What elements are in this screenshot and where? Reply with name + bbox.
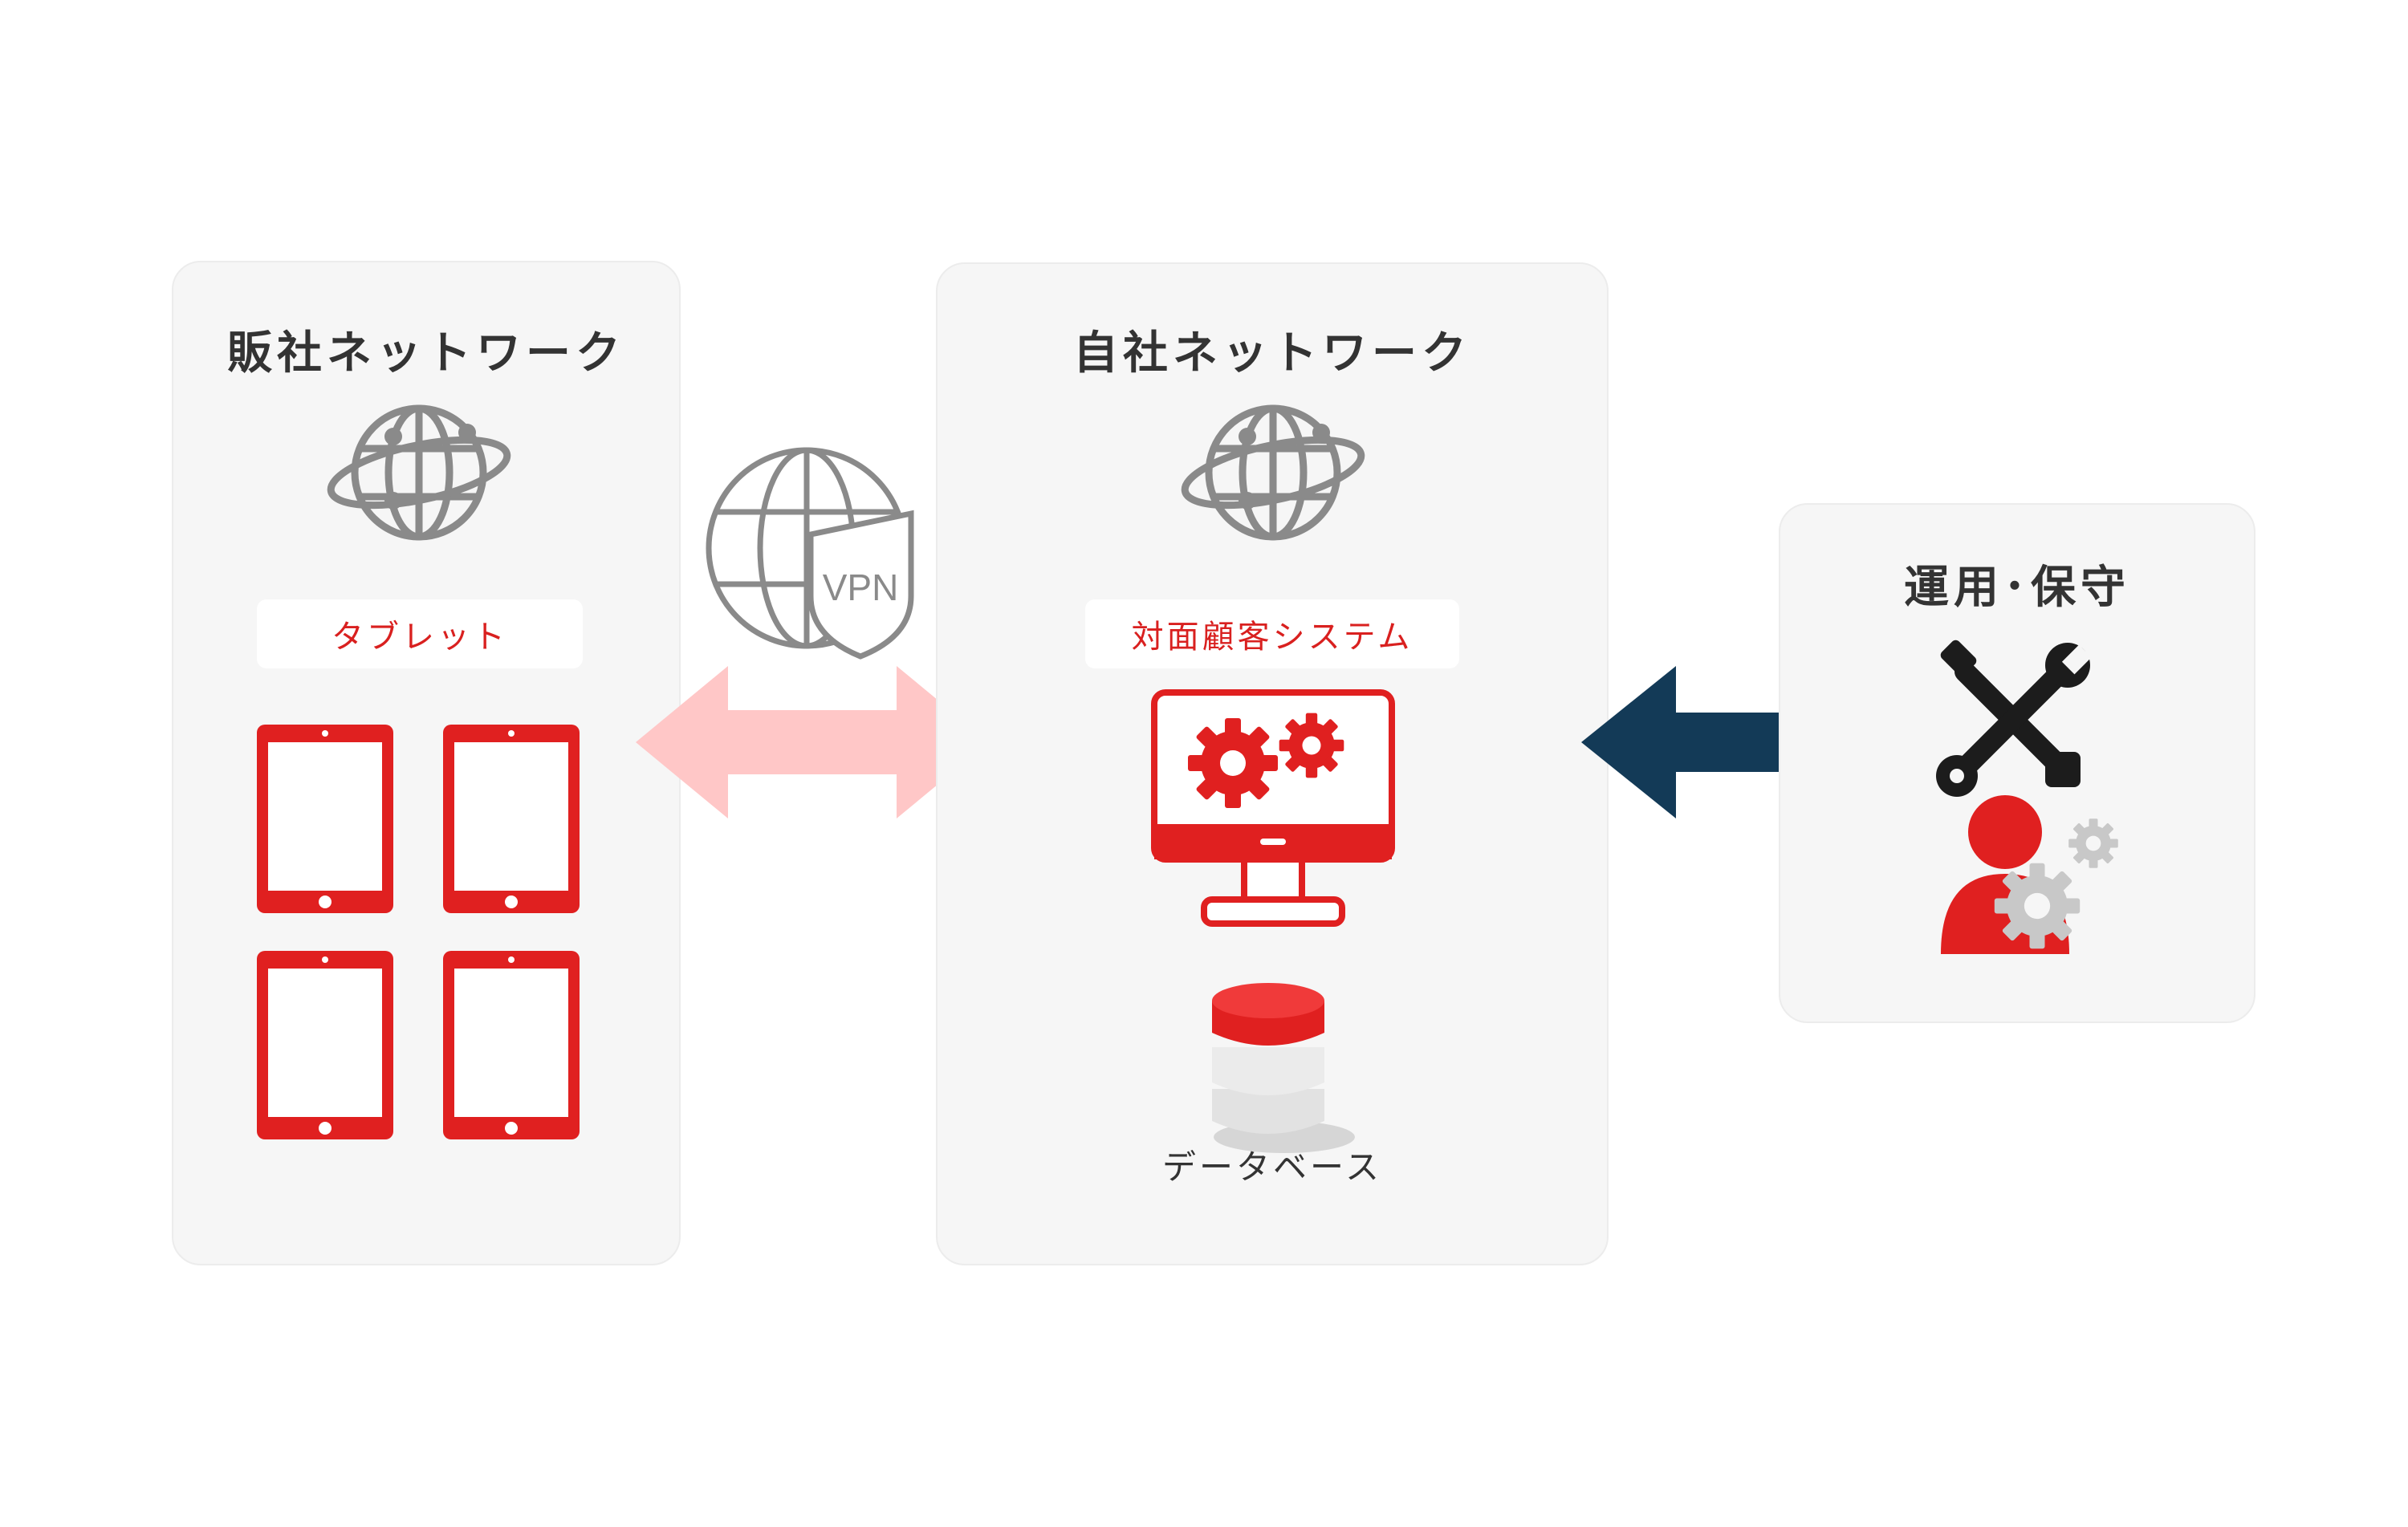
customer-system-label: 対面顧客システム bbox=[1085, 599, 1459, 668]
own-network-panel: 自社ネットワーク 対面顧客システム データベース bbox=[936, 262, 1609, 1265]
user-gears-icon bbox=[1941, 795, 2118, 954]
tablet-icon bbox=[443, 951, 580, 1139]
tablet-icon bbox=[257, 725, 393, 913]
tablet-label: タブレット bbox=[257, 599, 583, 668]
dealer-network-title: 販社ネットワーク bbox=[227, 327, 625, 380]
tablet-icon bbox=[443, 725, 580, 913]
tablet-icon bbox=[257, 951, 393, 1139]
monitor-gears-icon bbox=[1151, 689, 1395, 927]
database-label: データベース bbox=[1162, 1147, 1382, 1187]
globe-network-icon bbox=[323, 392, 515, 553]
bidirectional-arrow-icon bbox=[636, 666, 989, 818]
tools-icon bbox=[1936, 640, 2092, 797]
ops-maintenance-title: 運用･保守 bbox=[1904, 562, 2130, 614]
globe-network-icon bbox=[1177, 392, 1369, 553]
left-arrow-icon bbox=[1581, 666, 1784, 818]
own-network-title: 自社ネットワーク bbox=[1073, 327, 1471, 380]
ops-maintenance-panel: 運用･保守 bbox=[1779, 503, 2255, 1023]
database-icon bbox=[1212, 983, 1355, 1153]
vpn-badge-text: VPN bbox=[823, 567, 899, 608]
vpn-globe-shield-icon: VPN bbox=[706, 447, 914, 660]
dealer-network-panel: 販社ネットワーク タブレット bbox=[172, 261, 681, 1265]
